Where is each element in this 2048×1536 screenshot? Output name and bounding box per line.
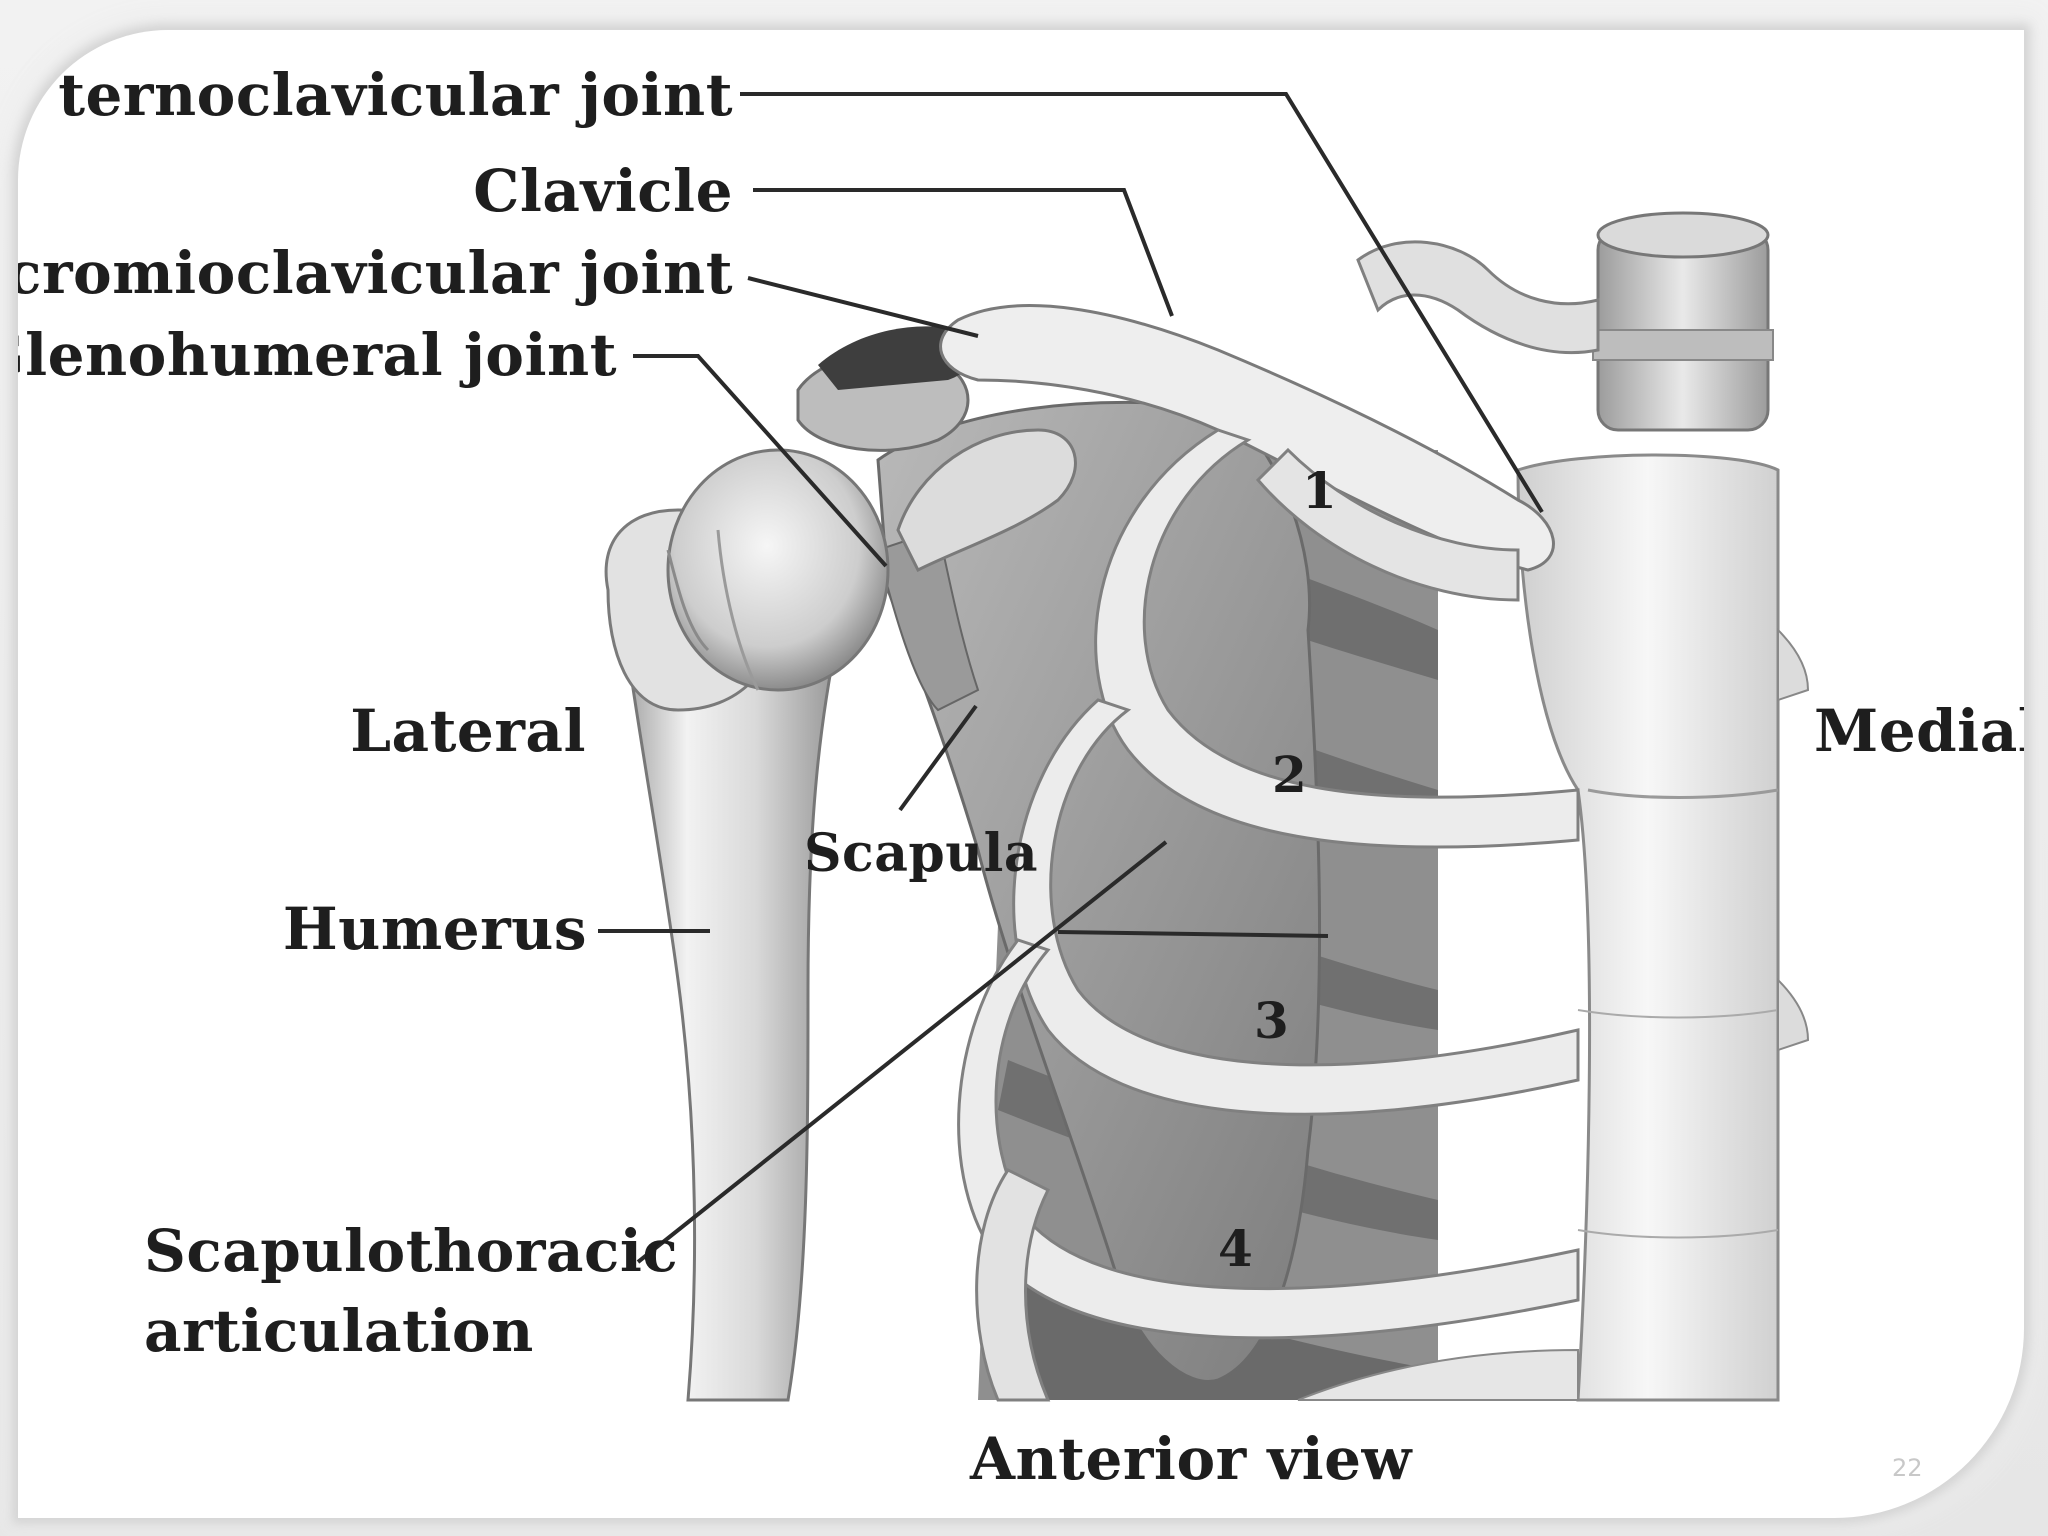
leader-glenohumeral	[633, 354, 888, 568]
label-scapulothoracic-line2: articulation	[144, 1297, 534, 1365]
leader-acromioclavicular	[747, 276, 979, 338]
rib-number-4: 4	[1218, 1219, 1254, 1278]
label-humerus: Humerus	[282, 895, 587, 963]
rib-number-1: 1	[1302, 461, 1338, 520]
rib-2	[1094, 428, 1580, 849]
rib-number-3: 3	[1254, 991, 1290, 1050]
acromion-top	[818, 326, 977, 390]
label-sternoclavicular-joint: ternoclavicular joint	[58, 61, 733, 129]
glenoid	[876, 528, 980, 712]
sternum-and-spine	[1516, 211, 1780, 1402]
rib-number-2: 2	[1272, 745, 1308, 804]
slide-number: 22	[1892, 1454, 1923, 1482]
clavicle-bone	[939, 304, 1555, 572]
label-lateral: Lateral	[350, 697, 586, 765]
label-acromioclavicular-joint: Acromioclavicular joint	[18, 239, 733, 307]
humerus-bone	[616, 568, 850, 1402]
label-glenohumeral-joint: Glenohumeral joint	[18, 321, 617, 389]
label-scapulothoracic-line1: Scapulothoracic	[144, 1217, 679, 1285]
leader-lines	[598, 92, 1544, 1264]
label-anterior-view: Anterior view	[970, 1425, 1412, 1493]
rib-1	[1255, 447, 1520, 602]
coracoid-process	[896, 428, 1077, 573]
label-scapula: Scapula	[804, 823, 1039, 884]
leader-scapula	[898, 704, 978, 812]
leader-clavicle	[753, 188, 1174, 317]
leader-scapula-inner	[1057, 930, 1329, 938]
rib-5	[975, 1168, 1051, 1402]
label-medial: Medial	[1814, 697, 2024, 765]
ribs	[957, 428, 1810, 1402]
humeral-head	[666, 448, 890, 692]
leader-sternoclavicular	[740, 92, 1544, 514]
leader-scapulothoracic	[636, 840, 1168, 1264]
slide-card: ternoclavicular joint Clavicle Acromiocl…	[18, 30, 2024, 1518]
shoulder-anatomy-illustration	[598, 92, 1810, 1402]
label-clavicle: Clavicle	[473, 157, 733, 225]
